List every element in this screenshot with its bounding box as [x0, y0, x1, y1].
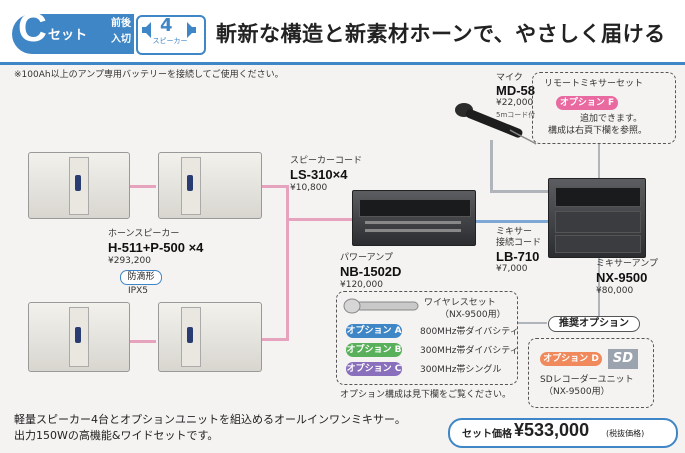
remote-mixer-box [532, 72, 676, 144]
option-a-badge: オプション A [346, 324, 402, 338]
wire [130, 185, 156, 188]
set-price-label: セット価格 [462, 429, 512, 440]
wireless-mic-icon [343, 298, 419, 314]
wire [130, 340, 156, 343]
mixer-amp-model: NX-9500 [596, 270, 648, 285]
wire [262, 185, 286, 188]
option-b-desc: 300MHz帯ダイバシティ [420, 346, 519, 356]
recommended-title: 推奨オプション [548, 316, 640, 332]
mixer-cord-label2: 接続コード [496, 238, 542, 248]
mic-cord-note: 5mコード付 [496, 111, 536, 119]
sd-logo: SD [608, 349, 638, 369]
option-b-badge: オプション B [346, 343, 402, 357]
battery-note: ※100Ah以上のアンプ専用バッテリーを接続してご使用ください。 [14, 70, 284, 80]
power-amp-price: ¥120,000 [340, 280, 383, 290]
logo-mark [75, 175, 81, 191]
power-amp-unit [352, 190, 476, 246]
horn-speaker-1 [28, 152, 130, 219]
horn-speaker-model: H-511+P-500 ×4 [108, 240, 204, 255]
horn-speaker-2 [158, 152, 262, 219]
set-letter: C [18, 6, 47, 50]
speaker-count: 4 [160, 15, 173, 36]
set-word: セット [48, 28, 88, 43]
mixer-faders [555, 235, 641, 253]
microphone-icon [455, 103, 537, 145]
logo-mark [187, 327, 193, 343]
power-amp-label: パワーアンプ [340, 253, 394, 263]
logo-mark [187, 175, 193, 191]
wireless-link [517, 322, 547, 324]
mixer-amp-price: ¥80,000 [596, 286, 634, 296]
speaker-count-label: スピーカー [152, 37, 188, 45]
header-rule [0, 62, 685, 65]
remote-mixer-line1: 追加できます。 [580, 114, 643, 124]
power-amp-model: NB-1502D [340, 264, 402, 279]
sd-recorder-desc: SDレコーダーユニット [540, 375, 634, 385]
horn-speaker-price: ¥293,200 [108, 256, 151, 266]
amp-vent [365, 221, 461, 224]
ip-rating: IPX5 [128, 286, 148, 296]
headline: 斬新な構造と新素材ホーンで、やさしく届ける [216, 22, 666, 46]
horn-speaker-4 [158, 302, 262, 372]
wire [286, 218, 354, 221]
rainproof-badge: 防滴形 [120, 270, 162, 285]
option-f-badge: オプション F [556, 96, 618, 110]
wire [262, 338, 286, 341]
speaker-cord-model: LS-310×4 [290, 167, 348, 182]
remote-mixer-line2: 構成は右頁下欄を参照。 [548, 126, 648, 136]
front-back-badge [108, 14, 134, 54]
mic-cable [490, 190, 548, 193]
bottom-description: 軽量スピーカー4台とオプションユニットを組込めるオールインワンミキサー。 出力1… [14, 413, 406, 442]
mixer-cord-model: LB-710 [496, 249, 540, 264]
set-price-box [448, 418, 678, 448]
mixer-panel [555, 187, 641, 207]
mic-price: ¥22,000 [496, 98, 534, 108]
mic-label: マイク [496, 73, 523, 83]
wireless-title: ワイヤレスセット [424, 298, 496, 308]
speaker-count-badge [136, 15, 206, 55]
set-badge [12, 14, 108, 54]
mic-model: MD-58 [496, 83, 536, 98]
option-a-desc: 800MHz帯ダイバシティ [420, 327, 519, 337]
horn-speaker-3 [28, 302, 130, 372]
wireless-set-box [336, 291, 518, 385]
logo-mark [75, 327, 81, 343]
horn-speaker-label: ホーンスピーカー [108, 229, 180, 239]
option-c-badge: オプション C [346, 362, 402, 376]
mixer-amp-unit [548, 178, 646, 258]
mixer-amp-label: ミキサーアンプ [596, 259, 659, 269]
wireless-subtitle: （NX-9500用） [440, 310, 506, 320]
speaker-cord-price: ¥10,800 [290, 183, 328, 193]
recommended-box [528, 338, 654, 408]
speaker-icon [142, 22, 151, 38]
speaker-icon-right [187, 22, 196, 38]
set-price-tax: (税抜価格) [606, 429, 645, 438]
amp-vent [365, 229, 461, 232]
recommend-link [598, 258, 600, 318]
remote-mixer-label: リモートミキサーセット [544, 79, 644, 89]
amp-display [359, 199, 471, 217]
mic-cable [490, 140, 493, 192]
mixer-cord-price: ¥7,000 [496, 264, 528, 274]
speaker-cord-label: スピーカーコード [290, 156, 363, 166]
mixer-knobs [555, 211, 641, 233]
wireless-footnote: オプション構成は見下欄をご覧ください。 [340, 390, 512, 400]
front-back-text: 前後 入切 [111, 18, 131, 45]
set-price-value: ¥533,000 [514, 420, 590, 440]
option-d-badge: オプション D [540, 352, 602, 366]
option-c-desc: 300MHz帯シングル [420, 365, 502, 375]
wire [286, 185, 289, 341]
wire [474, 220, 548, 223]
remote-cable [598, 143, 600, 179]
mixer-cord-label1: ミキサー [496, 227, 533, 237]
sd-recorder-desc2: （NX-9500用） [544, 387, 610, 397]
